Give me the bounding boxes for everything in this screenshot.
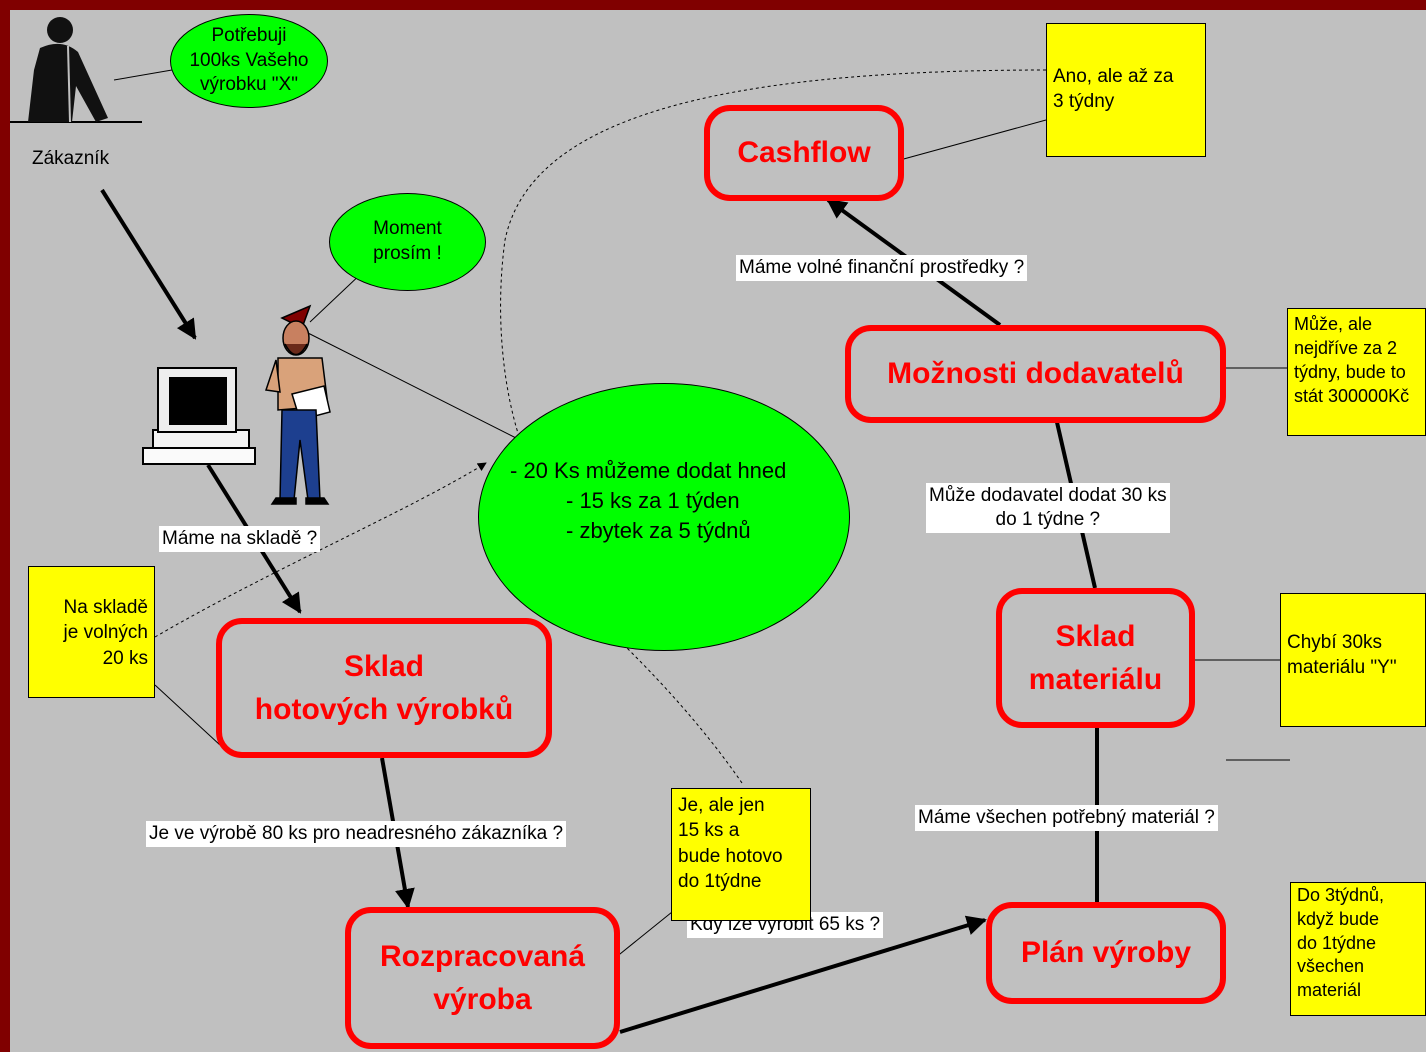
question-sklad: Máme na skladě ? (159, 526, 321, 552)
connector-layer (10, 17, 1290, 1034)
answer-line-2: - 15 ks za 1 týden (566, 488, 740, 513)
answer-ellipse: - 20 Ks můžeme dodat hned - 15 ks za 1 t… (478, 383, 850, 651)
node-plan-vyroby: Plán výroby (986, 902, 1226, 1004)
question-finance: Máme volné finanční prostředky ? (736, 255, 1028, 281)
note-cashflow: Ano, ale až za 3 týdny (1046, 23, 1206, 157)
node-rozpracovana-vyroba: Rozpracovaná výroba (345, 907, 620, 1049)
question-dodavatel: Může dodavatel dodat 30 ks do 1 týdne ? (926, 483, 1170, 533)
customer-label: Zákazník (32, 148, 110, 169)
node-sklad-hotovych-vyrobku: Sklad hotových výrobků (216, 618, 552, 758)
node-moznosti-dodavatelu: Možnosti dodavatelů (845, 325, 1226, 423)
callout-lines (113, 69, 1290, 959)
note-sklad: Na skladě je volných 20 ks (28, 566, 155, 698)
computer-figure (142, 367, 256, 465)
note-plan: Do 3týdnů, když bude do 1týdne všechen m… (1290, 882, 1426, 1016)
answer-line-3: - zbytek za 5 týdnů (566, 518, 751, 543)
node-cashflow: Cashflow (704, 105, 904, 201)
answer-line-1: - 20 Ks můžeme dodat hned (510, 458, 787, 483)
diagram-canvas: Zákazník Potřebuji 100ks Vašeho výrobku … (10, 10, 1426, 1052)
clerk-reply-bubble: Moment prosím ! (329, 193, 486, 291)
node-sklad-materialu: Sklad materiálu (996, 588, 1195, 728)
clerk-figure (265, 304, 331, 505)
customer-request-bubble: Potřebuji 100ks Vašeho výrobku "X" (170, 14, 328, 108)
arrow-customer-to-pc (100, 188, 197, 340)
question-vyroba: Je ve výrobě 80 ks pro neadresného zákaz… (146, 821, 567, 847)
note-vyroba: Je, ale jen 15 ks a bude hotovo do 1týdn… (671, 788, 811, 921)
note-dodavatel: Může, ale nejdříve za 2 týdny, bude to s… (1287, 308, 1426, 436)
customer-figure (10, 17, 142, 123)
arrow-vyroba-to-plan (619, 915, 987, 1034)
note-material: Chybí 30ks materiálu "Y" (1280, 593, 1426, 727)
question-material: Máme všechen potřebný materiál ? (915, 805, 1218, 831)
